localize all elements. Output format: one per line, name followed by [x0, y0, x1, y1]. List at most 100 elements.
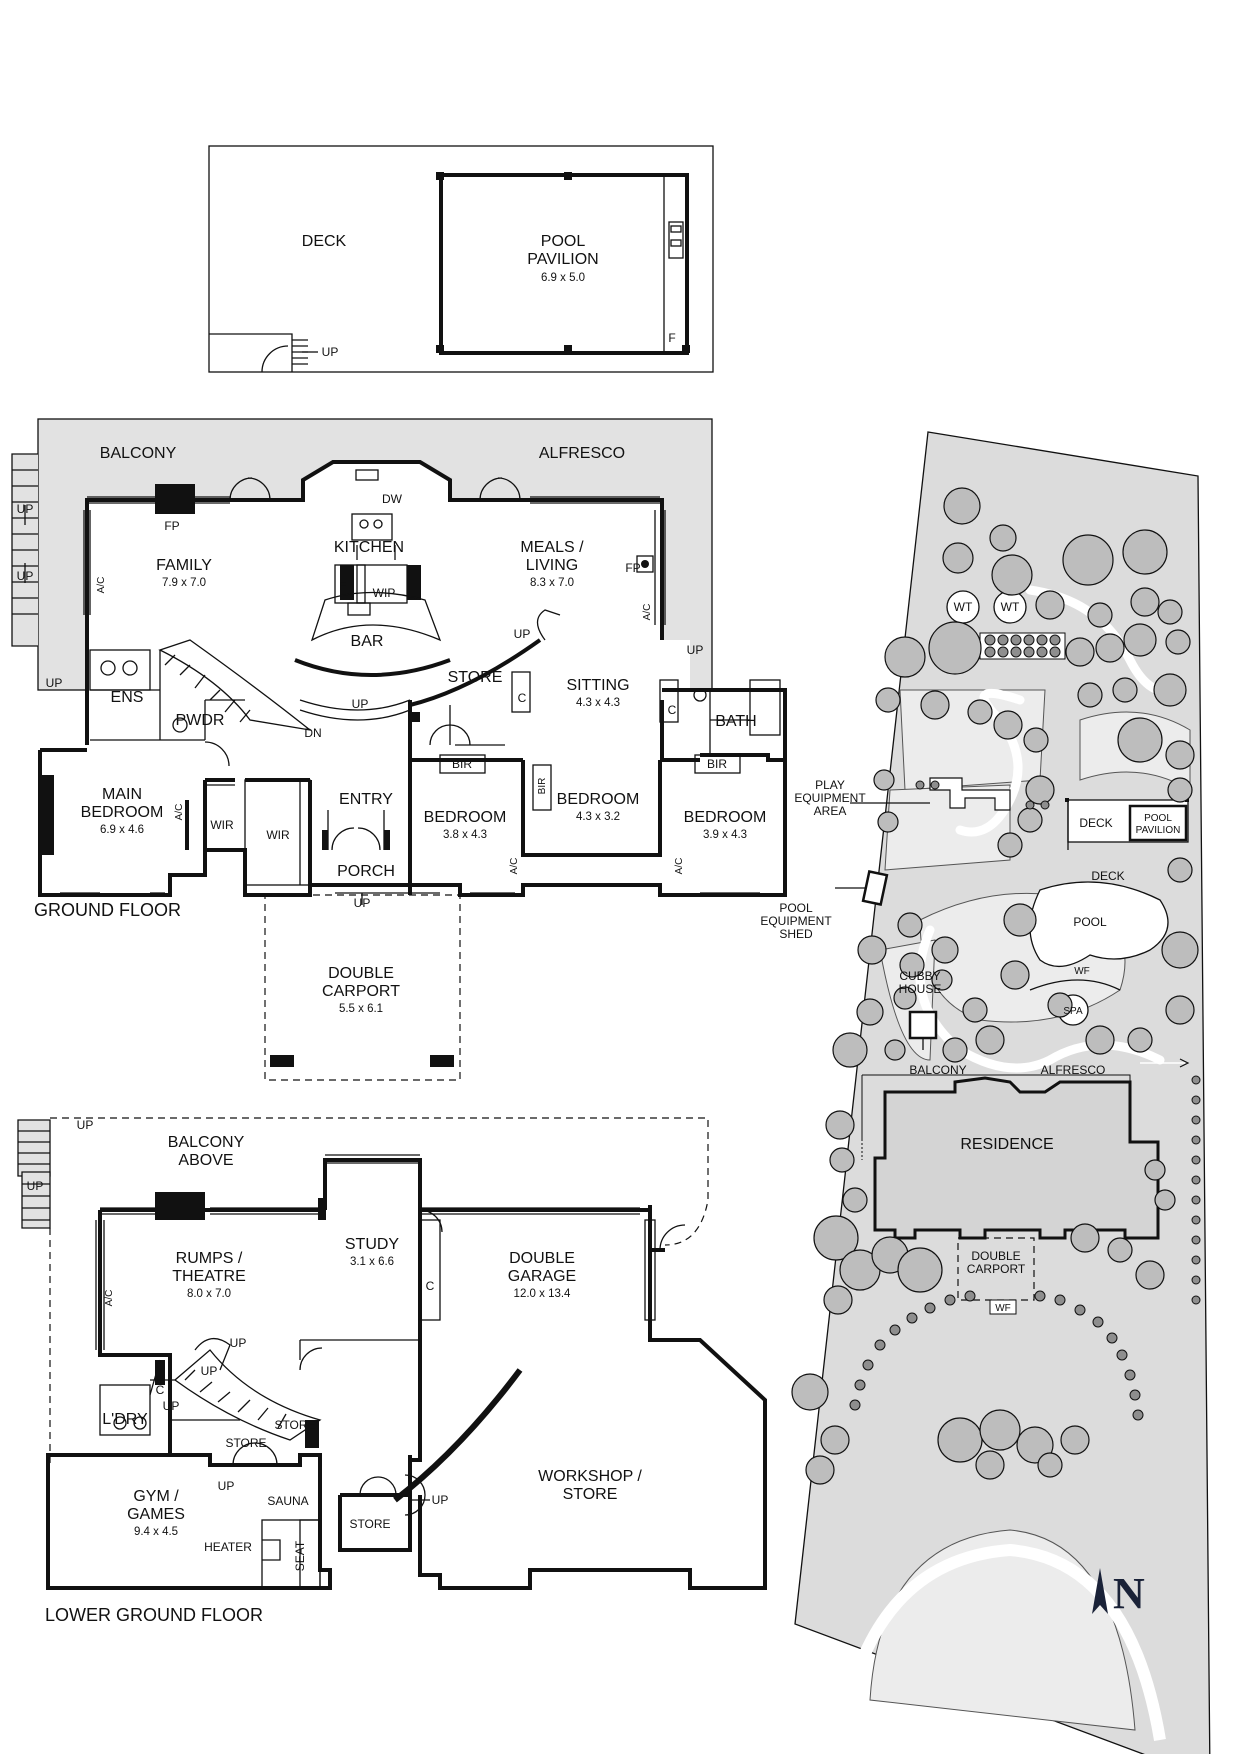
sitting-label: SITTING — [566, 677, 629, 694]
carport-label-2: CARPORT — [322, 983, 400, 1000]
bath-c-label: C — [668, 703, 677, 717]
family-label: FAMILY — [156, 557, 212, 574]
lgf-c-label-2: C — [156, 1383, 165, 1397]
carport-outline — [264, 894, 461, 1081]
north-arrow-icon: N — [1092, 1568, 1145, 1618]
meals-ac-label: A/C — [642, 604, 653, 621]
carport-label-1: DOUBLE — [328, 965, 394, 982]
bath-up-label: UP — [687, 643, 704, 657]
play-label-2: EQUIPMENT — [794, 791, 866, 805]
rumps-ac-label: A/C — [104, 1290, 115, 1307]
garage-label-2: GARAGE — [508, 1268, 576, 1285]
rumps-label-2: THEATRE — [172, 1268, 245, 1285]
shed-label-2: EQUIPMENT — [760, 914, 832, 928]
workshop-label-2: STORE — [563, 1486, 618, 1503]
lgf-up-label-3: UP — [163, 1399, 180, 1413]
ens-up-label: UP — [46, 676, 63, 690]
lgf-up-label-2: UP — [201, 1364, 218, 1378]
bir-label-2: BIR — [537, 778, 548, 795]
bedroom-1-label: BEDROOM — [424, 809, 507, 826]
lgf-store-label-1: STORE — [274, 1418, 315, 1432]
family-fp-label: FP — [164, 519, 179, 533]
sitting-dim: 4.3 x 4.3 — [576, 697, 620, 709]
meals-dim: 8.3 x 7.0 — [530, 577, 574, 589]
bedroom-3-dim: 3.9 x 4.3 — [703, 829, 747, 841]
pool-pavilion-label-2: PAVILION — [527, 251, 598, 268]
gym-up-label: UP — [218, 1479, 235, 1493]
gym-label-1: GYM / — [133, 1488, 179, 1505]
gf-alfresco-label: ALFRESCO — [539, 445, 625, 462]
porch-label: PORCH — [337, 863, 395, 880]
play-label-3: AREA — [814, 804, 847, 818]
cubby-label-1: CUBBY — [899, 969, 940, 983]
lgf-c-label-1: C — [156, 1359, 165, 1373]
workshop-label-1: WORKSHOP / — [538, 1468, 642, 1485]
spa-label: SPA — [1063, 1006, 1083, 1017]
shed-label-1: POOL — [779, 901, 813, 915]
bir-label-3: BIR — [707, 757, 727, 771]
rumps-dim: 8.0 x 7.0 — [187, 1288, 231, 1300]
wip-label: WIP — [373, 586, 396, 600]
study-dim: 3.1 x 6.6 — [350, 1256, 394, 1268]
gf-stair-up-1: UP — [17, 502, 34, 516]
pavilion-fridge-label: F — [668, 331, 675, 345]
cubby-label-2: HOUSE — [899, 982, 942, 996]
gym-dim: 9.4 x 4.5 — [134, 1526, 178, 1538]
bath-label: BATH — [715, 713, 756, 730]
site-hedges — [849, 780, 1201, 1421]
wt-label-1: WT — [954, 600, 973, 614]
study-label: STUDY — [345, 1236, 400, 1253]
site-pavilion-label-1: POOL — [1144, 813, 1172, 824]
lower-ground-floor-plan: UP UP BALCONY ABOVE RUMPS / THEATRE 8.0 … — [17, 1117, 767, 1625]
site-carport-label-2: CARPORT — [967, 1262, 1026, 1276]
bir-label-1: BIR — [452, 757, 472, 771]
meals-fp-label: FP — [625, 561, 640, 575]
family-dim: 7.9 x 7.0 — [162, 577, 206, 589]
pavilion-deck-outline — [208, 145, 714, 373]
site-pavilion-label-2: PAVILION — [1136, 825, 1181, 836]
kitchen-label: KITCHEN — [334, 539, 404, 556]
gf-balcony-label: BALCONY — [100, 445, 177, 462]
main-bedroom-dim: 6.9 x 4.6 — [100, 824, 144, 836]
lgf-stair-up-2: UP — [27, 1179, 44, 1193]
site-alfresco-label: ALFRESCO — [1041, 1063, 1106, 1077]
pavilion-deck-label: DECK — [302, 233, 347, 250]
balcony-above-label-2: ABOVE — [178, 1152, 233, 1169]
sitting-up-label: UP — [514, 627, 531, 641]
gym-label-2: GAMES — [127, 1506, 185, 1523]
meals-label-2: LIVING — [526, 557, 578, 574]
shed-label-3: SHED — [779, 927, 813, 941]
wt-label-2: WT — [1001, 600, 1020, 614]
wir-label-2: WIR — [266, 828, 290, 842]
family-ac-label: A/C — [96, 577, 107, 594]
entry-label: ENTRY — [339, 791, 393, 808]
ground-floor-plan: BALCONY ALFRESCO FP FP DW FAMILY 7.9 x 7… — [11, 418, 787, 1081]
bedroom-2-dim: 4.3 x 3.2 — [576, 811, 620, 823]
lgf-store-label-2: STORE — [225, 1436, 266, 1450]
lower-ground-floor-title: LOWER GROUND FLOOR — [45, 1605, 263, 1625]
meals-label-1: MEALS / — [520, 539, 584, 556]
site-plan: WT WT PLAY EQUIPMENT AREA DECK POOL PAVI… — [760, 431, 1211, 1754]
bedroom-3-label: BEDROOM — [684, 809, 767, 826]
bedroom-3-ac-label: A/C — [674, 858, 685, 875]
pavilion-up-label: UP — [322, 345, 339, 359]
porch-up-label: UP — [354, 896, 371, 910]
garage-label-1: DOUBLE — [509, 1250, 575, 1267]
bedroom-2-label: BEDROOM — [557, 791, 640, 808]
site-wf-label-1: WF — [1074, 966, 1090, 977]
rumps-label-1: RUMPS / — [176, 1250, 243, 1267]
workshop-up-label: UP — [432, 1493, 449, 1507]
carport-dim: 5.5 x 6.1 — [339, 1003, 383, 1015]
ens-label: ENS — [111, 689, 144, 706]
site-deck-label-1: DECK — [1079, 816, 1112, 830]
north-letter: N — [1113, 1569, 1145, 1618]
bedroom-1-ac-label: A/C — [509, 858, 520, 875]
garage-dim: 12.0 x 13.4 — [514, 1288, 572, 1300]
sitting-c-label: C — [518, 691, 527, 705]
bar-label: BAR — [351, 633, 384, 650]
pool-pavilion-plan: DECK POOL PAVILION 6.9 x 5.0 F UP — [208, 145, 714, 373]
sauna-label: SAUNA — [267, 1494, 308, 1508]
site-wf-label-2: WF — [995, 1303, 1011, 1314]
lgf-up-label-1: UP — [230, 1336, 247, 1350]
